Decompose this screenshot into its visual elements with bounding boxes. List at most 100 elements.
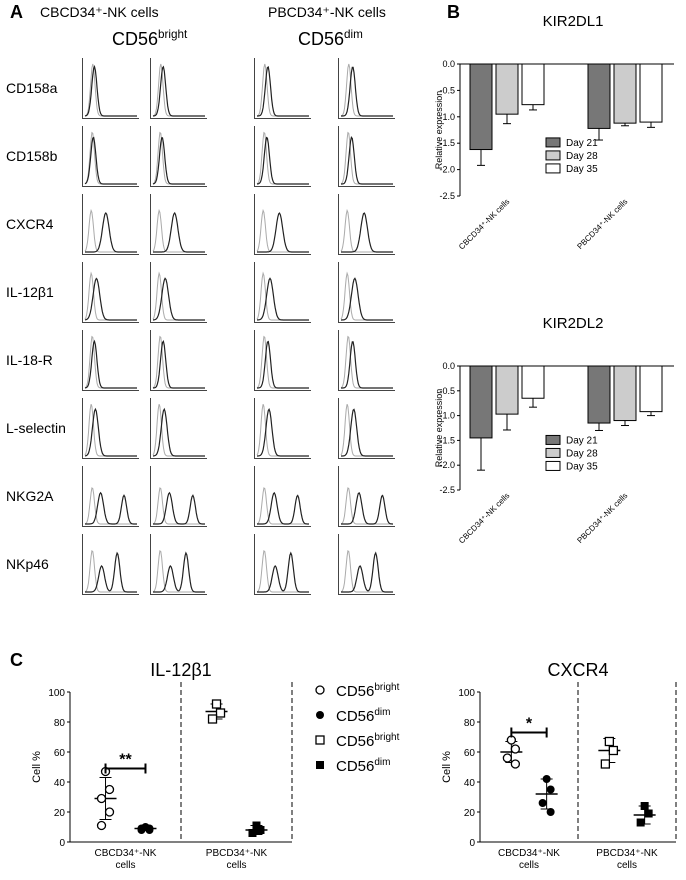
y-tick-label: 20 bbox=[464, 808, 476, 819]
data-point bbox=[502, 753, 513, 763]
stain-curve bbox=[257, 407, 309, 457]
data-point bbox=[315, 685, 325, 695]
histogram-plot bbox=[84, 131, 137, 185]
flow-histogram bbox=[338, 58, 395, 119]
bar bbox=[521, 365, 545, 399]
y-tick-label: 0 bbox=[469, 838, 475, 849]
isotype-curve bbox=[340, 487, 393, 525]
panel-b-letter: B bbox=[447, 2, 460, 22]
bar bbox=[639, 63, 663, 123]
flow-histogram bbox=[150, 534, 207, 595]
row-label-il-12-1: IL-12β1 bbox=[6, 284, 54, 300]
legend-label: Day 28 bbox=[566, 151, 598, 162]
histogram-plot bbox=[340, 208, 393, 253]
flow-histogram bbox=[254, 466, 311, 527]
isotype-curve bbox=[152, 63, 205, 117]
stain-curve bbox=[85, 211, 137, 253]
data-point bbox=[137, 824, 146, 833]
x-category-label: cells bbox=[519, 860, 539, 871]
x-category-label: PBCD34⁺-NK bbox=[206, 848, 268, 859]
flow-histogram bbox=[82, 194, 139, 255]
data-point bbox=[546, 808, 555, 816]
isotype-curve bbox=[152, 550, 205, 593]
y-tick-label: -2.5 bbox=[439, 485, 455, 495]
y-tick-label: 0.0 bbox=[442, 59, 455, 69]
stain-curve bbox=[152, 340, 205, 389]
legend-swatch bbox=[545, 150, 561, 161]
flow-histogram bbox=[150, 398, 207, 459]
header-pb-nk-cells: PBCD34⁺-NK cells bbox=[268, 4, 386, 20]
stain-curve bbox=[341, 212, 393, 253]
flow-histogram bbox=[338, 330, 395, 391]
x-category-label: CBCD34⁺-NK bbox=[95, 848, 157, 859]
data-point bbox=[608, 745, 619, 756]
y-tick-label: -0.5 bbox=[439, 85, 455, 95]
y-tick-label: 80 bbox=[464, 718, 476, 729]
chart-title: IL-12β1 bbox=[150, 660, 211, 680]
legend-swatch bbox=[545, 447, 561, 458]
data-point bbox=[96, 820, 107, 831]
flow-histogram bbox=[82, 330, 139, 391]
stain-curve bbox=[152, 137, 205, 185]
flow-histogram bbox=[254, 126, 311, 187]
data-point bbox=[538, 799, 547, 807]
histogram-plot bbox=[152, 404, 205, 457]
histogram-plot bbox=[256, 63, 309, 117]
histogram-plot bbox=[84, 63, 137, 117]
stain-curve bbox=[341, 408, 393, 457]
y-axis-label: Relative expression bbox=[434, 91, 444, 170]
histogram-plot bbox=[340, 487, 393, 525]
x-category-label: cells bbox=[617, 860, 637, 871]
isotype-curve bbox=[256, 131, 309, 185]
histogram-plot bbox=[340, 63, 393, 117]
x-category-label: PBCD34⁺-NK cells bbox=[575, 197, 629, 251]
histogram-plot bbox=[152, 335, 205, 389]
flow-histogram bbox=[338, 466, 395, 527]
flow-histogram bbox=[254, 330, 311, 391]
histogram-plot bbox=[340, 404, 393, 457]
x-category-label: CBCD34⁺-NK bbox=[498, 848, 560, 859]
isotype-curve bbox=[256, 404, 309, 457]
stain-curve bbox=[257, 65, 309, 117]
stain-curve bbox=[153, 211, 205, 253]
x-category-label: cells bbox=[226, 860, 246, 871]
y-tick-label: -2.5 bbox=[439, 191, 455, 201]
stain-curve bbox=[84, 277, 137, 321]
flow-histogram bbox=[338, 262, 395, 323]
histogram-plot bbox=[256, 404, 309, 457]
data-point bbox=[546, 785, 555, 794]
cd56-bright-base: CD56 bbox=[112, 29, 159, 49]
significance-stars: ** bbox=[119, 752, 132, 769]
histogram-plot bbox=[256, 131, 309, 185]
histogram-plot bbox=[152, 550, 205, 593]
data-point bbox=[256, 826, 265, 834]
data-point bbox=[96, 793, 107, 804]
flow-histogram bbox=[338, 194, 395, 255]
y-tick-label: 60 bbox=[464, 748, 476, 759]
isotype-curve bbox=[256, 550, 309, 593]
histogram-plot bbox=[256, 335, 309, 389]
data-point bbox=[636, 818, 645, 827]
y-tick-label: -1.5 bbox=[439, 435, 455, 445]
legend-label: Day 21 bbox=[566, 435, 598, 446]
data-point bbox=[252, 821, 261, 830]
flow-histogram bbox=[150, 262, 207, 323]
legend-label-sup: bright bbox=[374, 732, 399, 743]
bar bbox=[613, 365, 637, 422]
histogram-plot bbox=[152, 63, 205, 117]
histogram-plot bbox=[256, 271, 309, 321]
y-tick-label: 20 bbox=[54, 808, 66, 819]
histogram-plot bbox=[256, 550, 309, 593]
row-label-il-18-r: IL-18-R bbox=[6, 352, 53, 368]
legend-label-sup: bright bbox=[374, 682, 399, 693]
data-point bbox=[211, 699, 222, 709]
x-category-label: PBCD34⁺-NK cells bbox=[575, 491, 629, 545]
stain-curve bbox=[84, 407, 137, 457]
y-tick-label: 100 bbox=[458, 688, 475, 699]
isotype-curve bbox=[152, 208, 205, 253]
data-point bbox=[316, 761, 324, 769]
histogram-plot bbox=[84, 271, 137, 321]
flow-histogram bbox=[82, 466, 139, 527]
